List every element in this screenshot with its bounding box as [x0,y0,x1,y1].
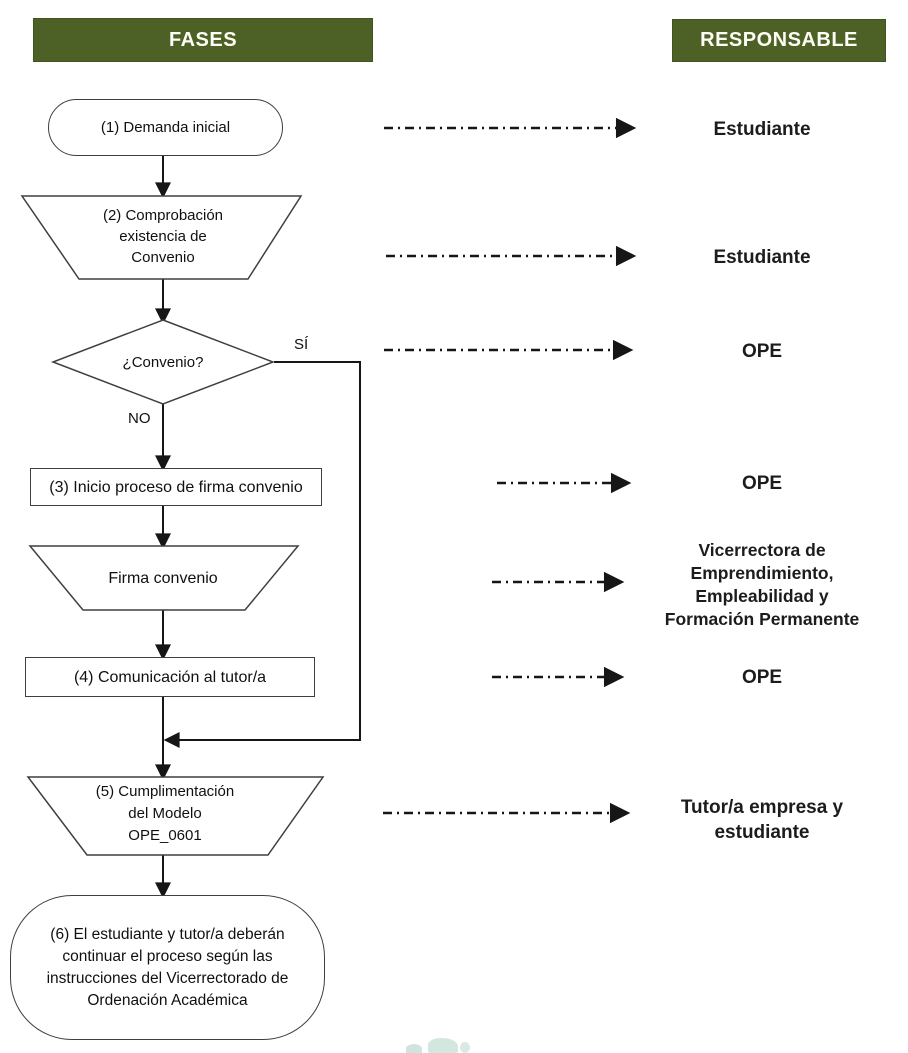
node-instrucciones-finales: (6) El estudiante y tutor/a deberán cont… [10,895,325,1040]
responsable-row2: Estudiante [713,247,811,268]
responsable-row1: Estudiante [713,119,811,140]
responsable-row5: Vicerrectora de Emprendimiento, Empleabi… [664,540,860,629]
fases-header: FASES [33,18,373,62]
flow-shapes [20,195,325,856]
dashdot-arrows [383,117,637,824]
decision-convenio-label: ¿Convenio? [122,354,204,371]
node-instrucciones-finales-label: (6) El estudiante y tutor/a deberán cont… [46,925,289,1009]
fases-header-label: FASES [168,28,238,51]
watermark-shape [428,1038,458,1053]
watermark-shape [460,1042,470,1053]
responsable-header: RESPONSABLE [672,19,886,62]
responsable-row7: Tutor/a empresa y estudiante [680,797,844,843]
watermark-shape [406,1044,422,1053]
diamond-convenio [50,319,276,405]
node-inicio-proceso-firma-label: (3) Inicio proceso de firma convenio [49,478,303,496]
trapezoid-cumplimentacion [26,776,325,856]
node-comprobacion-label: (2) Comprobación existencia de Convenio [102,207,224,266]
node-inicio-proceso-firma: (3) Inicio proceso de firma convenio [30,468,322,506]
node-comunicacion-tutor-label: (4) Comunicación al tutor/a [73,668,267,686]
connector-decision-yes-branch [163,361,361,748]
flow-connectors [155,156,361,899]
responsable-row6: OPE [741,667,783,688]
responsable-row3: OPE [741,341,783,362]
decision-no-label: NO [128,410,151,427]
node-comunicacion-tutor: (4) Comunicación al tutor/a [25,657,315,697]
node-cumplimentacion-label: (5) Cumplimentación del Modelo OPE_0601 [95,783,235,844]
responsable-row4: OPE [741,473,783,494]
trapezoid-firma-convenio [28,545,300,611]
decision-yes-label: SÍ [294,336,309,353]
trapezoid-comprobacion [20,195,303,280]
node-firma-convenio-label: Firma convenio [108,570,218,587]
responsable-header-label: RESPONSABLE [700,29,858,51]
node-demanda-inicial-label: (1) Demanda inicial [100,119,231,136]
watermark-logo [406,1036,470,1053]
node-demanda-inicial: (1) Demanda inicial [48,99,283,156]
